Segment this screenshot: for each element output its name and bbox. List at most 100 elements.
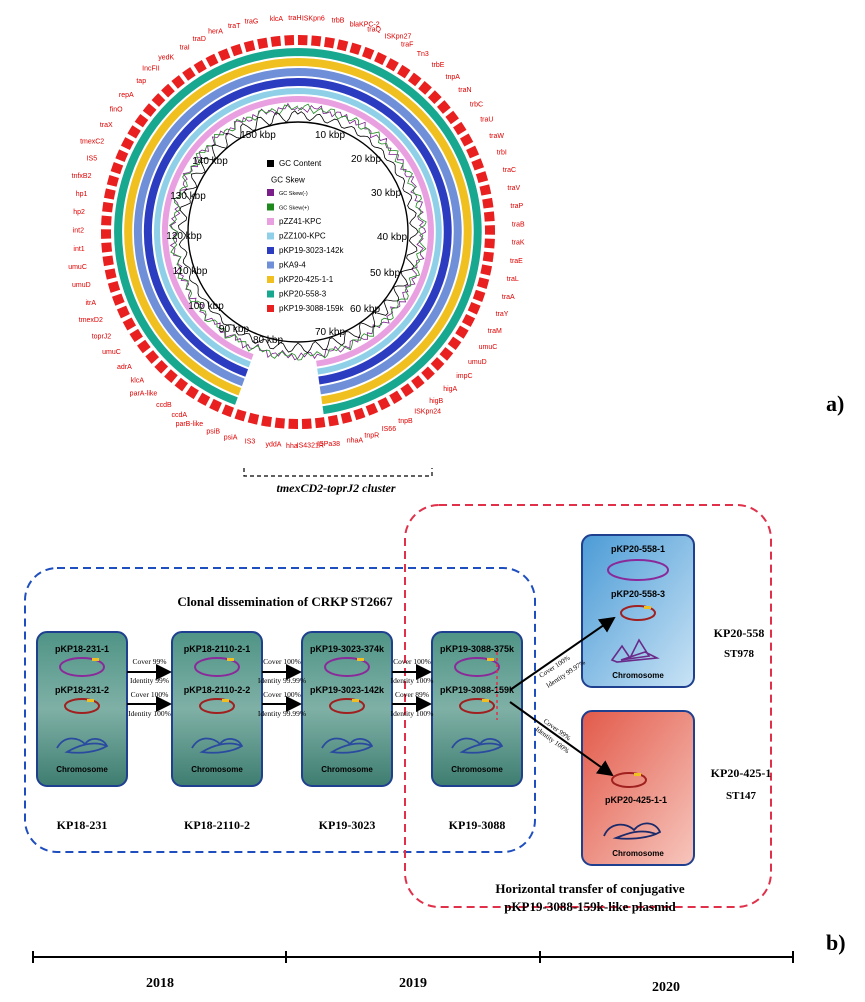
gene-block — [104, 268, 117, 280]
gene-block — [161, 83, 175, 98]
gene-label: traX — [100, 122, 113, 129]
legend-label: GC Skew(+) — [279, 206, 309, 212]
gene-label: klcA — [270, 16, 284, 23]
legend-swatch — [267, 232, 274, 240]
legend-swatch — [267, 247, 274, 254]
gene-block — [107, 280, 121, 293]
gene-block — [284, 35, 295, 46]
gene-block — [327, 414, 339, 427]
small-plasmid — [199, 698, 235, 714]
gc-content — [177, 110, 419, 354]
legend-label: GC Content — [279, 159, 322, 168]
backbone-circle — [187, 121, 409, 343]
legend-label: pKP20-425-1-1 — [279, 275, 334, 284]
kbp-tick-label: 90 kbp — [219, 324, 249, 335]
gene-block — [453, 121, 467, 136]
arrow-label: Identity 99.99% — [258, 709, 306, 718]
kbp-tick-label: 70 kbp — [315, 327, 345, 338]
gene-label: traV — [507, 185, 520, 192]
legend-label: pKP19-3023-142k — [279, 246, 344, 255]
gene-block — [482, 251, 494, 263]
gene-label: traQ — [367, 27, 381, 34]
gene-label: ccdA — [171, 412, 187, 419]
gene-label: traY — [496, 311, 509, 318]
panel-b-label: b) — [826, 930, 846, 955]
gene-label: traE — [510, 258, 523, 265]
gene-block — [116, 305, 130, 319]
arrow-label: Cover 89% — [395, 690, 429, 699]
gene-block — [134, 113, 149, 128]
gene-block — [171, 75, 185, 89]
gene-label: int2 — [73, 228, 84, 235]
gene-block — [439, 347, 454, 361]
small-plasmid — [611, 772, 647, 788]
gene-block — [365, 402, 379, 416]
gene-label: trbE — [432, 62, 445, 69]
large-plasmid — [454, 657, 500, 677]
gene-block — [361, 46, 375, 60]
legend-swatch — [267, 218, 274, 225]
legend-swatch — [267, 203, 274, 211]
plasmid-label: pKP19-3023-142k — [310, 685, 385, 695]
gene-block — [257, 37, 269, 50]
homology-ring — [114, 48, 482, 415]
gene-label: trbB — [332, 18, 345, 25]
plasmid-label: pKP20-425-1-1 — [605, 795, 667, 805]
legend-label: pZZ41-KPC — [279, 217, 321, 226]
isolate-name: KP18-2110-2 — [184, 818, 250, 832]
plasmid-label: pKP18-231-1 — [55, 644, 109, 654]
gene-label: traI — [180, 44, 190, 51]
gene-block — [247, 412, 260, 425]
year-label: 2018 — [146, 976, 174, 991]
gene-label: IS66 — [382, 426, 397, 433]
gene-label: traG — [245, 19, 259, 26]
gene-label: ccdB — [156, 402, 172, 409]
gene-label: hha — [286, 443, 298, 450]
gene-labels: traXfinOrepAtapIncFIIyedKtraItraDherAtra… — [68, 15, 525, 450]
kbp-tick-label: 110 kbp — [173, 266, 208, 277]
gene-block — [230, 43, 243, 57]
gene-label: traK — [512, 240, 525, 247]
gene-label: trbI — [497, 150, 507, 157]
gene-label: umuC — [68, 264, 87, 271]
gene-label: psiB — [206, 428, 220, 435]
gene-label: IncFII — [142, 66, 160, 73]
gene-label: traW — [489, 133, 504, 140]
gene-block — [102, 201, 114, 213]
isolate-panels: pKP18-231-1pKP18-231-2ChromosomeKP18-231… — [36, 631, 523, 832]
gene-block — [349, 42, 362, 55]
kbp-tick-label: 130 kbp — [170, 191, 206, 202]
plasmid-label: pKP18-231-2 — [55, 685, 109, 695]
chromosome-label: Chromosome — [191, 765, 243, 774]
gene-block — [142, 103, 157, 117]
gene-label: psiA — [224, 434, 238, 441]
gene-block — [466, 145, 480, 159]
gene-label: Tn3 — [417, 51, 429, 58]
gene-block — [185, 385, 199, 400]
panel-a-label: a) — [826, 391, 844, 416]
gene-block — [314, 417, 326, 429]
gene-block — [385, 58, 399, 72]
gene-block — [436, 100, 451, 114]
chromosome-icon — [321, 737, 374, 754]
gene-block — [145, 350, 160, 364]
gene-label: traD — [193, 36, 206, 43]
gene-block — [127, 125, 141, 139]
gene-label: higA — [443, 386, 457, 393]
gene-label: parB-like — [176, 421, 204, 428]
plasmid-label: pKP20-558-3 — [611, 589, 665, 599]
gene-block — [311, 35, 322, 47]
arrow-label: Identity 100% — [391, 709, 434, 718]
gene-block — [103, 188, 116, 200]
gc-track — [169, 102, 427, 361]
small-plasmid — [459, 698, 495, 714]
legend-swatch — [267, 305, 274, 312]
gene-block — [480, 264, 493, 276]
gene-block — [389, 390, 403, 404]
horizontal-transfer-box — [404, 504, 772, 908]
gene-label: yddA — [266, 442, 282, 449]
gene-label: hp2 — [73, 209, 85, 216]
